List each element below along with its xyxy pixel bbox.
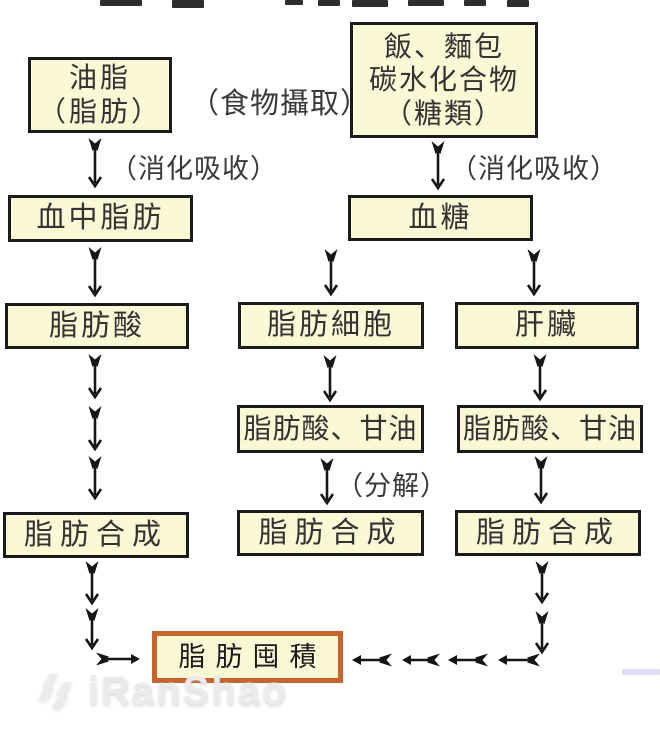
arrow-oil-to-bloodfat (87, 138, 103, 189)
arrow-carb-to-bloodsugar (430, 141, 446, 191)
node-fattyacid-glycerol-right-label: 脂肪酸、甘油 (462, 413, 637, 445)
node-fat-cell: 脂肪細胞 (238, 302, 424, 349)
node-oil-line1: 油脂 (68, 62, 131, 94)
node-fat-cell-label: 脂肪細胞 (266, 309, 395, 342)
node-carb-line2: 碳水化合物 (368, 64, 519, 96)
node-fat-synthesis-left-label: 脂肪合成 (23, 518, 168, 551)
label-food-intake: （食物攝取） (190, 88, 371, 120)
node-fattyacid-glycerol-mid-label: 脂肪酸、甘油 (243, 413, 418, 445)
node-fat-synthesis-right-label: 脂肪合成 (475, 516, 620, 549)
arrow-synthright-down-2 (534, 611, 550, 655)
watermark-text: iRanShao (88, 668, 289, 713)
text-fragment (100, 0, 142, 6)
arrow-fattyacid-down-1 (87, 354, 103, 400)
arrow-faglycerol-mid-to-synth (319, 458, 335, 506)
arrow-fattyacid-down-3 (87, 456, 103, 501)
label-digestion-left: （消化吸收） (110, 154, 278, 184)
arrow-fatcell-to-faglycerol (322, 355, 338, 403)
node-carb-line1: 飯、麵包 (383, 30, 504, 62)
arrow-right-chain-1 (352, 653, 392, 667)
node-fatty-acid: 脂肪酸 (5, 303, 189, 349)
watermark: iRanShao (36, 668, 288, 714)
text-fragment (352, 0, 388, 7)
node-liver-label: 肝臟 (514, 309, 579, 342)
node-liver: 肝臟 (455, 302, 639, 349)
label-digestion-right: （消化吸收） (450, 154, 618, 184)
arrow-left-into-accum (96, 652, 140, 666)
node-blood-fat-label: 血中脂肪 (36, 202, 165, 235)
node-carbohydrate: 飯、麵包 碳水化合物 （糖類） (350, 22, 538, 138)
text-fragment (464, 0, 486, 6)
node-blood-sugar: 血糖 (348, 195, 533, 241)
arrow-synthleft-down-1 (84, 561, 100, 606)
node-blood-sugar-label: 血糖 (408, 201, 473, 234)
iranshao-logo-icon (38, 674, 72, 708)
node-oil-line2: （脂肪） (37, 96, 162, 127)
arrow-synthright-down-1 (534, 561, 550, 605)
node-blood-fat: 血中脂肪 (8, 195, 193, 242)
text-fragment (285, 0, 303, 5)
node-fat-synthesis-mid-label: 脂肪合成 (258, 516, 403, 549)
node-fat-accumulation: 脂肪囤積 (152, 631, 343, 683)
arrow-right-chain-2 (402, 653, 440, 667)
arrow-right-chain-4 (498, 653, 540, 667)
node-fattyacid-glycerol-right: 脂肪酸、甘油 (457, 405, 643, 453)
node-fat-accumulation-label: 脂肪囤積 (178, 641, 327, 672)
arrow-synthleft-down-2 (84, 608, 100, 651)
text-fragment (318, 0, 340, 6)
arrow-liver-to-faglycerol (532, 354, 548, 402)
node-oil: 油脂 （脂肪） (28, 57, 172, 133)
arrow-fattyacid-down-2 (87, 406, 103, 452)
node-fatty-acid-label: 脂肪酸 (48, 309, 145, 342)
arrow-right-chain-3 (448, 653, 488, 667)
label-breakdown: （分解） (336, 471, 448, 501)
node-carb-line3: （糖類） (383, 97, 504, 129)
arrow-bloodfat-to-fattyacid (87, 247, 103, 298)
arrow-faglycerol-right-to-synth (533, 456, 549, 505)
node-fat-synthesis-right: 脂肪合成 (455, 510, 641, 556)
node-fat-synthesis-mid: 脂肪合成 (237, 510, 424, 556)
text-fragment (408, 0, 444, 6)
watermark-artifact (622, 669, 660, 675)
arrow-bloodsugar-to-fatcell (323, 249, 339, 297)
text-fragment (507, 0, 529, 7)
node-fattyacid-glycerol-mid: 脂肪酸、甘油 (237, 405, 424, 453)
arrow-bloodsugar-to-liver (526, 249, 542, 297)
node-fat-synthesis-left: 脂肪合成 (3, 512, 189, 558)
text-fragment (172, 0, 204, 8)
